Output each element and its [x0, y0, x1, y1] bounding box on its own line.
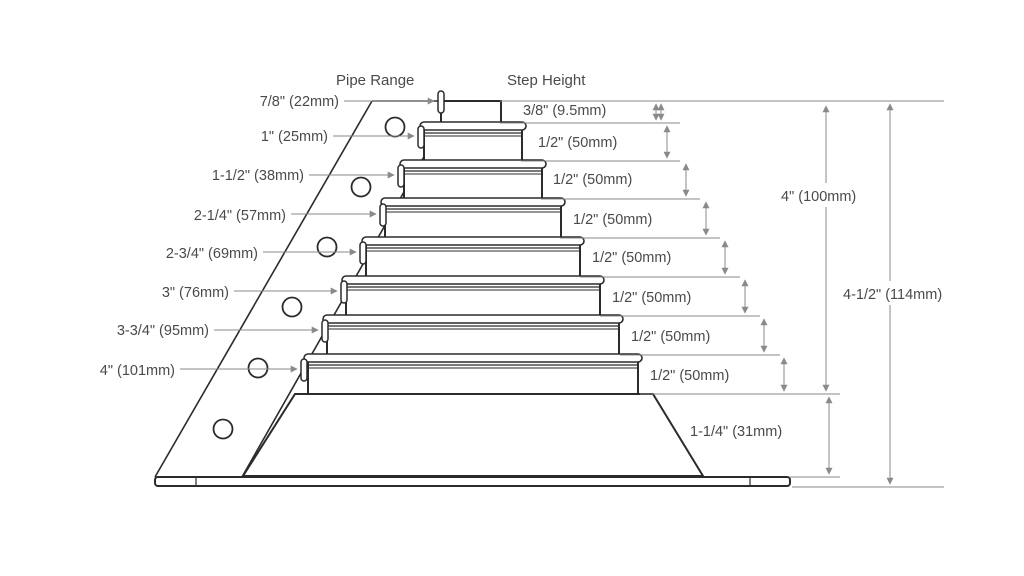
- pipe-range-label: 2-1/4" (57mm): [194, 208, 286, 224]
- boot-step: [303, 353, 643, 395]
- flange-hole: [281, 296, 303, 318]
- flange-hole: [212, 418, 234, 440]
- cut-line-tab: [379, 203, 387, 227]
- boot-step: [380, 197, 566, 239]
- cut-line-tab: [340, 280, 348, 304]
- flange-base: [154, 476, 791, 487]
- boot-step: [341, 275, 605, 317]
- step-height-header: Step Height: [507, 72, 586, 89]
- step-height-dimensions: 3/8" (9.5mm) 1/2" (50mm) 1/2" (50mm) 1/2" (…: [500, 103, 800, 395]
- boot-cone-base: [241, 393, 705, 477]
- pipe-range-label: 7/8" (22mm): [260, 94, 339, 110]
- flange-hole: [384, 116, 406, 138]
- pipe-range-label: 3-3/4" (95mm): [117, 323, 209, 339]
- step-height-label: 3/8" (9.5mm): [523, 103, 606, 119]
- pipe-range-label: 3" (76mm): [162, 285, 229, 301]
- step-height-label: 1/2" (50mm): [631, 329, 710, 345]
- step-height-label: 1/2" (50mm): [538, 135, 617, 151]
- boot-step: [399, 159, 547, 200]
- pipe-range-label: 1-1/2" (38mm): [212, 168, 304, 184]
- step-height-label: 1/2" (50mm): [573, 212, 652, 228]
- step-height-label: 1/2" (50mm): [553, 172, 632, 188]
- step-height-label: 1/2" (50mm): [612, 290, 691, 306]
- pipe-range-label: 2-3/4" (69mm): [166, 246, 258, 262]
- flange-hole: [316, 236, 338, 258]
- cut-line-tab: [300, 358, 308, 382]
- pipe-range-label: 1" (25mm): [261, 129, 328, 145]
- boot-step: [419, 121, 527, 162]
- step-height-label: 1/2" (50mm): [650, 368, 729, 384]
- boot-top-stub: [440, 100, 502, 124]
- cut-line-tab: [321, 319, 329, 343]
- cut-line-tab: [397, 164, 405, 188]
- cut-line-tab: [417, 125, 425, 149]
- pipe-range-header: Pipe Range: [336, 72, 414, 89]
- boot-steps: [303, 100, 643, 395]
- pipe-range-callouts: 7/8" (22mm) 1" (25mm) 1-1/2" (38mm) 2-1/4" …: [100, 90, 445, 382]
- flange-hole: [247, 357, 269, 379]
- boot-step: [361, 236, 585, 278]
- boot-step: [322, 314, 624, 356]
- cut-line-tab: [437, 90, 445, 114]
- cut-line-tab: [359, 241, 367, 265]
- stepped-height-label: 4" (100mm): [781, 189, 856, 205]
- base-height-label: 1-1/4" (31mm): [690, 424, 782, 440]
- pipe-range-label: 4" (101mm): [100, 363, 175, 379]
- flange-hole: [350, 176, 372, 198]
- base-height-dimension: [655, 393, 840, 478]
- step-height-label: 1/2" (50mm): [592, 250, 671, 266]
- total-height-label: 4-1/2" (114mm): [843, 287, 942, 303]
